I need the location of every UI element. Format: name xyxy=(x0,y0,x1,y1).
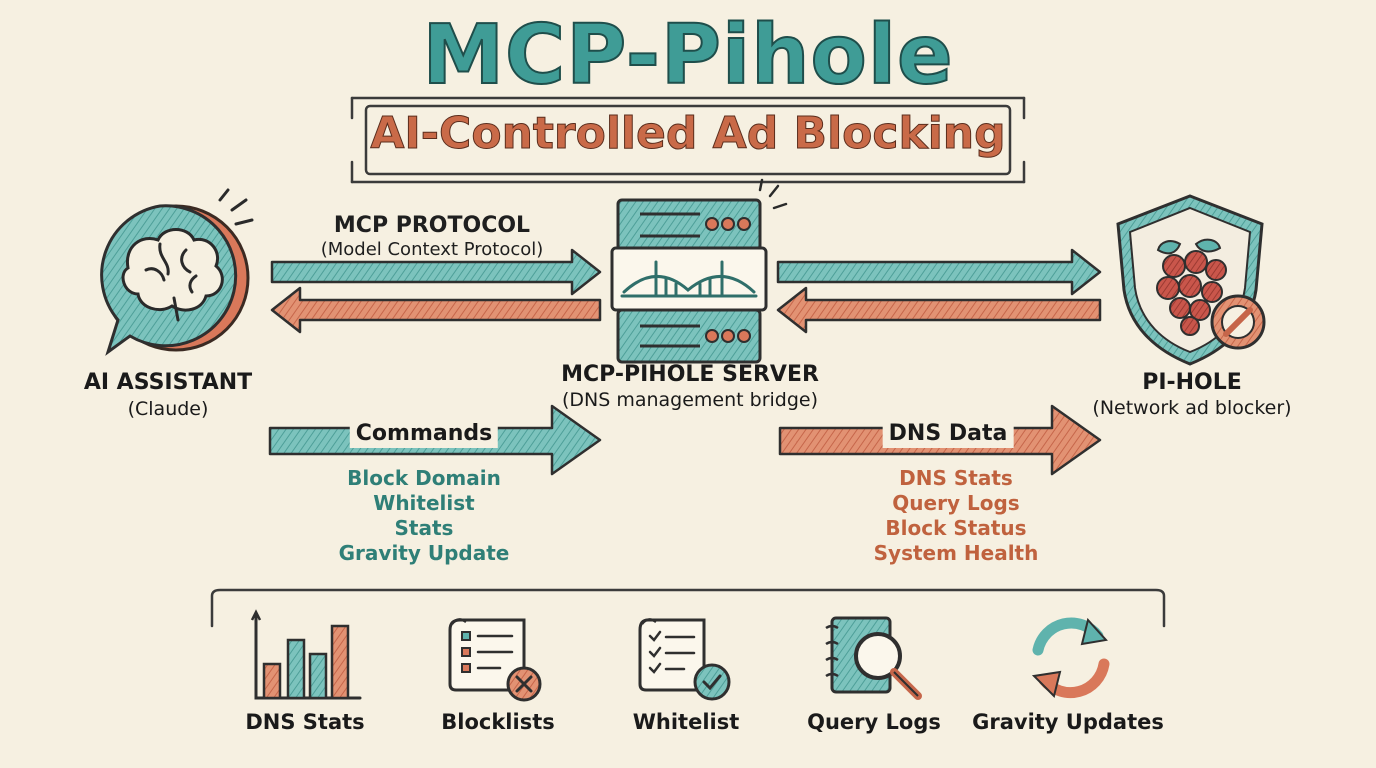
brain-speech-bubble-icon xyxy=(100,188,254,356)
dns-data-item: Block Status xyxy=(885,516,1027,540)
server-bridge-icon xyxy=(610,178,788,364)
server-name: MCP-PIHOLE SERVER xyxy=(561,362,819,387)
commands-item: Whitelist xyxy=(373,491,475,515)
bar-chart-icon xyxy=(250,609,362,700)
assistant-subtitle: (Claude) xyxy=(127,398,209,420)
arrow-server-to-assistant xyxy=(270,286,602,334)
subtitle-frame xyxy=(350,96,1026,184)
commands-item: Gravity Update xyxy=(338,541,510,565)
commands-label: Commands xyxy=(349,420,499,448)
feature-gravity-updates-label: Gravity Updates xyxy=(972,710,1164,734)
refresh-arrows-icon xyxy=(1031,617,1110,699)
pihole-subtitle: (Network ad blocker) xyxy=(1092,397,1292,419)
dns-data-list: DNS Stats Query Logs Block Status System… xyxy=(874,466,1039,566)
dns-data-item: System Health xyxy=(873,541,1039,565)
checklist-scroll-icon xyxy=(638,618,731,701)
server-subtitle: (DNS management bridge) xyxy=(561,389,819,411)
feature-whitelist-label: Whitelist xyxy=(632,710,740,734)
dns-data-item: Query Logs xyxy=(892,491,1020,515)
arrow-pihole-to-server xyxy=(776,286,1102,334)
protocol-subtitle: (Model Context Protocol) xyxy=(320,239,544,260)
dns-data-item: DNS Stats xyxy=(899,466,1013,490)
arrow-assistant-to-server xyxy=(270,248,602,296)
assistant-name: AI ASSISTANT xyxy=(83,370,253,395)
magnifier-notebook-icon xyxy=(825,616,922,700)
pihole-name: PI-HOLE xyxy=(1142,370,1242,395)
page-title: MCP-Pihole xyxy=(421,7,954,104)
commands-item: Stats xyxy=(394,516,454,540)
shield-raspberry-icon xyxy=(1116,194,1266,366)
feature-blocklists-label: Blocklists xyxy=(441,710,555,734)
commands-item: Block Domain xyxy=(347,466,501,490)
arrow-server-to-pihole xyxy=(776,248,1102,296)
protocol-name: MCP PROTOCOL xyxy=(333,213,531,238)
page-subtitle: AI-Controlled Ad Blocking xyxy=(370,108,1006,160)
commands-list: Block Domain Whitelist Stats Gravity Upd… xyxy=(339,466,510,566)
feature-query-logs-label: Query Logs xyxy=(807,710,941,734)
feature-dns-stats-label: DNS Stats xyxy=(245,710,365,734)
features-bracket xyxy=(210,588,1166,628)
dns-data-label: DNS Data xyxy=(882,420,1014,448)
blocklist-scroll-icon xyxy=(448,618,542,702)
